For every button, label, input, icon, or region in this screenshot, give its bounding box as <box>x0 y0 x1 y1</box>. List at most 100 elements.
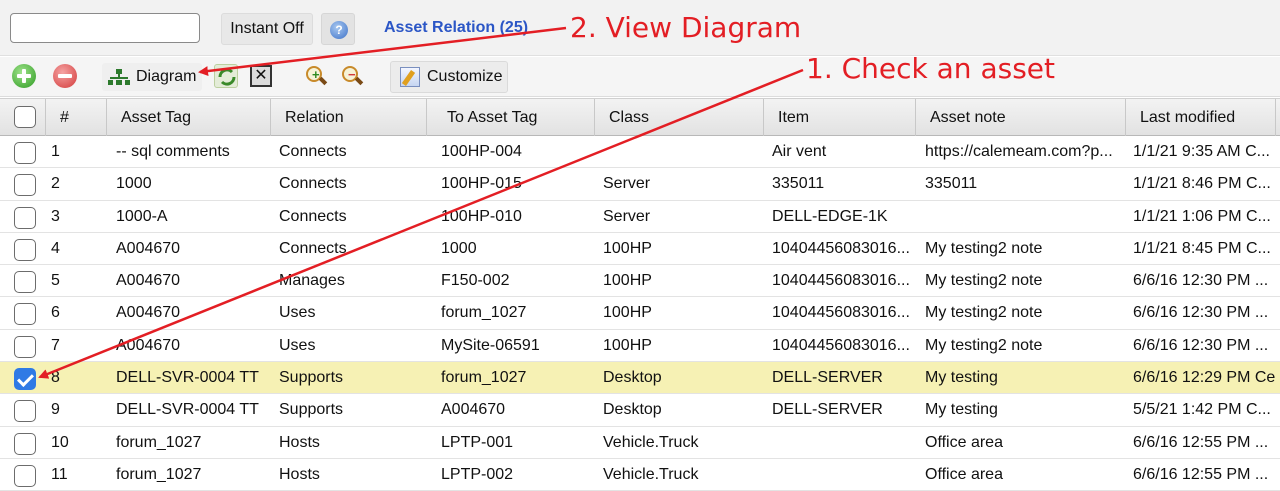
cell-asset-tag: -- sql comments <box>116 143 230 160</box>
column-header-to-asset-tag[interactable]: To Asset Tag <box>427 99 595 136</box>
column-header-class[interactable]: Class <box>595 99 764 136</box>
table-row[interactable]: 5 A004670 Manages F150-002 100HP 104044560830… <box>0 265 1280 298</box>
clear-icon[interactable]: ✕ <box>250 65 272 87</box>
select-all-checkbox[interactable] <box>14 106 36 128</box>
instant-toggle-button[interactable]: Instant Off <box>221 13 313 45</box>
column-header-asset-tag[interactable]: Asset Tag <box>107 99 271 136</box>
cell-class: 100HP <box>603 272 652 290</box>
cell-asset-tag: 1000-A <box>116 207 168 225</box>
select-all-cell <box>0 99 46 136</box>
column-header-asset-note[interactable]: Asset note <box>916 99 1126 136</box>
cell-number: 8 <box>51 369 60 387</box>
cell-item: DELL-SERVER <box>772 369 883 387</box>
cell-class: 100HP <box>603 304 652 322</box>
row-checkbox[interactable] <box>14 142 36 164</box>
cell-item: 10404456083016... <box>772 336 910 354</box>
cell-number: 11 <box>51 465 68 483</box>
cell-asset-note: https://calemeam.com?p... <box>925 143 1113 160</box>
row-checkbox[interactable] <box>14 271 36 294</box>
cell-last-modified: 1/1/21 8:45 PM C... <box>1133 239 1271 257</box>
diagram-button[interactable]: Diagram <box>102 63 202 91</box>
cell-item <box>772 427 914 459</box>
toolbar: Diagram ✕ + − Customize <box>0 57 1280 97</box>
row-checkbox[interactable] <box>14 432 36 455</box>
cell-to-asset-tag: LPTP-001 <box>441 433 514 451</box>
cell-asset-tag: 1000 <box>116 175 152 193</box>
customize-label: Customize <box>427 68 503 85</box>
remove-icon[interactable] <box>53 64 77 88</box>
cell-number: 6 <box>51 304 60 322</box>
cell-asset-note: My testing2 note <box>925 336 1043 354</box>
cell-relation: Manages <box>279 272 345 290</box>
cell-number: 2 <box>51 175 60 193</box>
cell-last-modified: 1/1/21 9:35 AM C... <box>1133 143 1270 160</box>
cell-number: 7 <box>51 336 60 354</box>
cell-item: 10404456083016... <box>772 272 910 290</box>
cell-relation: Connects <box>279 207 347 225</box>
column-header-number[interactable]: # <box>46 99 107 136</box>
column-header-last-modified[interactable]: Last modified <box>1126 99 1276 136</box>
cell-relation: Connects <box>279 175 347 193</box>
cell-to-asset-tag: forum_1027 <box>441 369 527 387</box>
row-checkbox[interactable] <box>14 400 36 423</box>
cell-class: Vehicle.Truck <box>603 465 699 483</box>
zoom-in-icon[interactable]: + <box>304 64 328 88</box>
help-icon: ? <box>330 21 348 39</box>
customize-icon <box>400 67 420 87</box>
zoom-out-icon[interactable]: − <box>340 64 364 88</box>
help-button[interactable]: ? <box>321 13 355 45</box>
add-icon[interactable] <box>12 64 36 88</box>
column-header-item[interactable]: Item <box>764 99 916 136</box>
search-input[interactable] <box>10 13 200 43</box>
cell-class: 100HP <box>603 239 652 257</box>
cell-to-asset-tag: forum_1027 <box>441 304 527 322</box>
row-checkbox[interactable] <box>14 464 36 487</box>
cell-to-asset-tag: 100HP-015 <box>441 175 522 193</box>
diagram-label: Diagram <box>136 68 197 85</box>
row-checkbox[interactable] <box>14 303 36 326</box>
cell-asset-tag: A004670 <box>116 272 181 290</box>
cell-to-asset-tag: MySite-06591 <box>441 336 540 354</box>
cell-asset-note: My testing2 note <box>925 304 1043 322</box>
cell-item: Air vent <box>772 143 827 160</box>
row-checkbox[interactable] <box>14 368 36 391</box>
cell-asset-note: Office area <box>925 433 1003 451</box>
cell-class: 100HP <box>603 336 652 354</box>
customize-button[interactable]: Customize <box>390 61 508 93</box>
diagram-icon <box>108 69 130 85</box>
cell-asset-note: My testing <box>925 401 998 419</box>
cell-to-asset-tag: A004670 <box>441 401 506 419</box>
cell-asset-tag: forum_1027 <box>116 465 202 483</box>
refresh-icon[interactable] <box>214 64 238 88</box>
cell-to-asset-tag: 1000 <box>441 239 477 257</box>
cell-class <box>603 136 761 168</box>
cell-class: Desktop <box>603 369 662 387</box>
row-checkbox[interactable] <box>14 206 36 229</box>
cell-asset-note: My testing <box>925 369 998 387</box>
cell-item: DELL-SERVER <box>772 401 883 419</box>
row-checkbox[interactable] <box>14 238 36 261</box>
cell-last-modified: 6/6/16 12:30 PM ... <box>1133 272 1269 290</box>
column-header-relation[interactable]: Relation <box>271 99 427 136</box>
cell-number: 5 <box>51 272 60 290</box>
cell-asset-tag: forum_1027 <box>116 433 202 451</box>
row-checkbox[interactable] <box>14 174 36 197</box>
asset-relation-tab[interactable]: Asset Relation (25) <box>384 19 529 36</box>
cell-to-asset-tag: F150-002 <box>441 272 510 290</box>
cell-last-modified: 1/1/21 8:46 PM C... <box>1133 175 1271 193</box>
cell-to-asset-tag: 100HP-010 <box>441 207 522 225</box>
cell-asset-tag: DELL-SVR-0004 TT <box>116 401 259 419</box>
cell-asset-note: My testing2 note <box>925 272 1043 290</box>
row-checkbox[interactable] <box>14 335 36 358</box>
cell-item: 10404456083016... <box>772 304 910 322</box>
